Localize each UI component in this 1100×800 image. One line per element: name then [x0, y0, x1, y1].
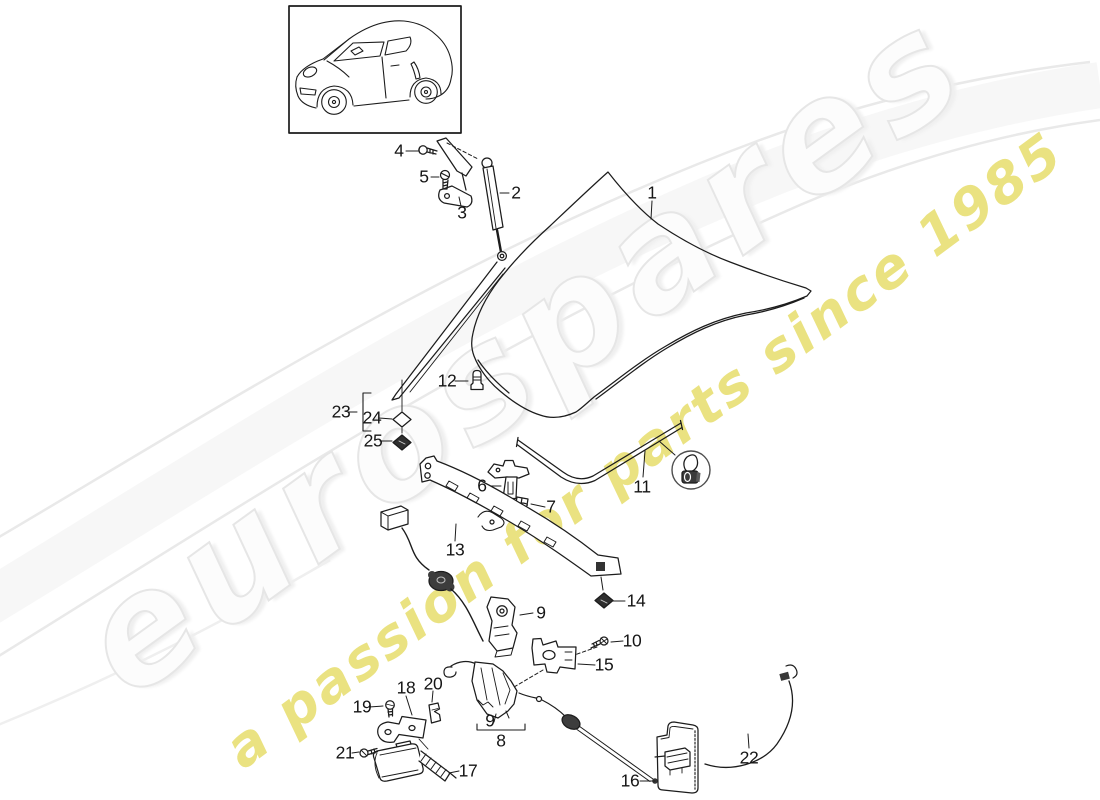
part-label-1: 1 [647, 182, 657, 203]
release-cable-front [561, 714, 658, 784]
hinge-bracket [436, 137, 479, 208]
part-label-10: 10 [622, 630, 642, 651]
part-label-24: 24 [362, 407, 382, 428]
hinge-screw-lower [430, 169, 451, 190]
hood-seal [515, 419, 684, 485]
part-label-17: 17 [458, 760, 478, 781]
part-label-12: 12 [437, 370, 457, 391]
part-label-15: 15 [594, 654, 614, 675]
part-label-14: 14 [626, 590, 646, 611]
part-label-19: 19 [352, 696, 372, 717]
release-cable-22 [704, 664, 798, 768]
retainer-clip-20 [428, 690, 442, 724]
part-label-13: 13 [445, 539, 465, 560]
lock-crossmember [419, 455, 622, 591]
part-label-4: 4 [394, 140, 404, 161]
bracket-screw-19 [368, 700, 395, 718]
part-label-20: 20 [423, 673, 443, 694]
part-label-23: 23 [331, 401, 351, 422]
part-label-21: 21 [335, 742, 355, 763]
part-label-5: 5 [419, 166, 429, 187]
hood-panel [471, 171, 812, 419]
part-label-9-2: 9 [485, 710, 495, 731]
lock-lower-part [443, 660, 567, 731]
microswitch-cable [380, 505, 484, 642]
rubber-buffer [454, 369, 484, 391]
hinge-screw-upper [405, 145, 438, 155]
stop-bracket [487, 459, 530, 500]
part-label-7: 7 [546, 496, 556, 517]
bracket-screw-21 [351, 747, 379, 758]
part-label-25: 25 [363, 430, 383, 451]
part-label-16: 16 [620, 770, 640, 791]
part-label-22: 22 [739, 747, 759, 768]
part-label-2: 2 [511, 182, 521, 203]
cowl-strip [347, 261, 506, 451]
part-label-6: 6 [477, 475, 487, 496]
part-label-18: 18 [396, 677, 416, 698]
part-label-3: 3 [457, 202, 467, 223]
vehicle-thumbnail [288, 5, 462, 134]
actuator-bracket [377, 695, 429, 750]
part-label-8: 8 [496, 730, 506, 751]
lock-upper-part [486, 596, 534, 658]
damping-pad-14 [594, 592, 626, 609]
part-label-11: 11 [633, 476, 651, 497]
lock-actuator [372, 740, 460, 782]
release-handle [639, 721, 699, 794]
latch-bracket-15 [531, 637, 596, 674]
seal-clip-detail [671, 450, 711, 490]
part-label-9: 9 [536, 602, 546, 623]
gas-strut [481, 157, 510, 262]
